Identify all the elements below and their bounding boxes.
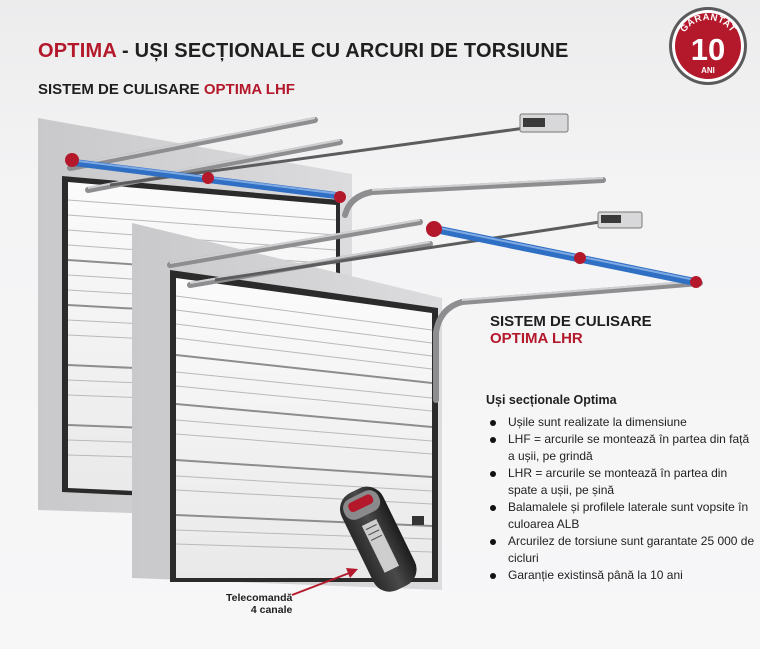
lhr-door-handle: [412, 516, 424, 525]
lhf-drum-left: [65, 153, 79, 167]
feature-item: Ușile sunt realizate la dimensiune: [486, 414, 756, 431]
feature-item: Balamalele și profilele laterale sunt vo…: [486, 499, 756, 533]
lhf-motor-light: [523, 118, 545, 127]
lhr-drum-right: [690, 276, 702, 288]
lhf-subtitle: SISTEM DE CULISARE OPTIMA LHF: [38, 81, 295, 98]
lhr-label-line1: SISTEM DE CULISARE: [490, 313, 652, 330]
feature-item: LHF = arcurile se montează în partea din…: [486, 431, 756, 465]
subtitle-prefix: SISTEM DE CULISARE: [38, 81, 204, 98]
features-list: Ușile sunt realizate la dimensiune LHF =…: [486, 414, 756, 584]
title-rest: - UȘI SECȚIONALE CU ARCURI DE TORSIUNE: [116, 40, 569, 62]
feature-item: Arcurilez de torsiune sunt garantate 25 …: [486, 533, 756, 567]
title-brand: OPTIMA: [38, 40, 117, 62]
lhr-motor-light: [601, 215, 621, 223]
feature-item: Garanție existinsă până la 10 ani: [486, 567, 756, 584]
remote-caption-line2: 4 canale: [250, 604, 293, 616]
lhf-drum-right: [334, 191, 346, 203]
lhr-torsion-spring: [426, 224, 699, 286]
feature-item: LHR = arcurile se montează în partea din…: [486, 465, 756, 499]
lhr-opener-rail: [214, 220, 601, 282]
lhr-drum-left: [426, 221, 442, 237]
subtitle-brand: OPTIMA LHF: [203, 81, 295, 98]
remote-caption-line1: Telecomandă: [226, 592, 293, 604]
page-title: OPTIMA - UȘI SECȚIONALE CU ARCURI DE TOR…: [38, 40, 569, 63]
badge-number: 10: [691, 32, 725, 67]
remote-label: [361, 519, 400, 573]
garage-doors-illustration: [38, 113, 703, 596]
remote-logo: [348, 494, 374, 513]
lhr-spring-cone: [574, 252, 586, 264]
lhf-track-highlights: [69, 117, 604, 191]
remote-caption: Telecomandă 4 canale: [226, 592, 292, 616]
lhr-track-highlights: [169, 219, 701, 301]
features-panel: Uși secționale Optima Ușile sunt realiza…: [486, 392, 756, 584]
remote-control: [339, 486, 417, 592]
lhf-spring-cone: [202, 172, 214, 184]
remote-arrow: [291, 568, 358, 596]
lhr-spring-highlight: [429, 225, 696, 281]
features-heading: Uși secționale Optima: [486, 393, 617, 407]
warranty-badge: GARANTAT 10 ANI: [669, 7, 747, 85]
badge-unit: ANI: [701, 66, 715, 75]
lhr-label-line2: OPTIMA LHR: [490, 330, 583, 347]
